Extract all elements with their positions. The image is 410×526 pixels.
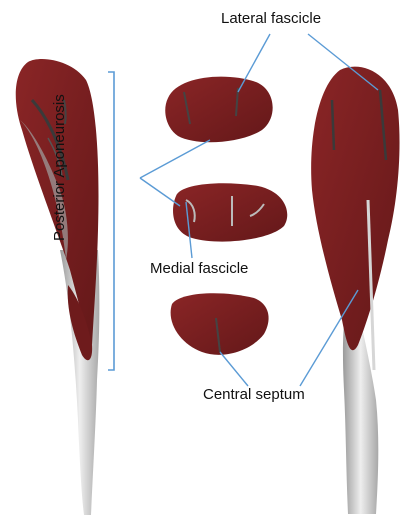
cross-section-top: [165, 77, 272, 143]
cross-section-middle-shape: [173, 183, 287, 241]
cross-section-top-shape: [165, 77, 272, 143]
lateral-fascicle-label: Lateral fascicle: [221, 10, 321, 27]
leader-posterior-to-middle-section: [140, 178, 180, 206]
leader-posterior-to-top-section: [140, 140, 210, 178]
medial-fascicle-label: Medial fascicle: [150, 260, 248, 277]
posterior-aponeurosis-label: Posterior Aponeurosis: [51, 94, 68, 241]
central-septum-label: Central septum: [203, 386, 305, 403]
cross-section-middle: [173, 183, 287, 241]
right-muscle-specimen: [311, 67, 399, 514]
cross-section-bottom: [171, 293, 269, 355]
posterior-aponeurosis-bracket: [108, 72, 114, 370]
leader-central-to-section: [220, 352, 248, 386]
right-muscle-belly: [311, 67, 399, 351]
